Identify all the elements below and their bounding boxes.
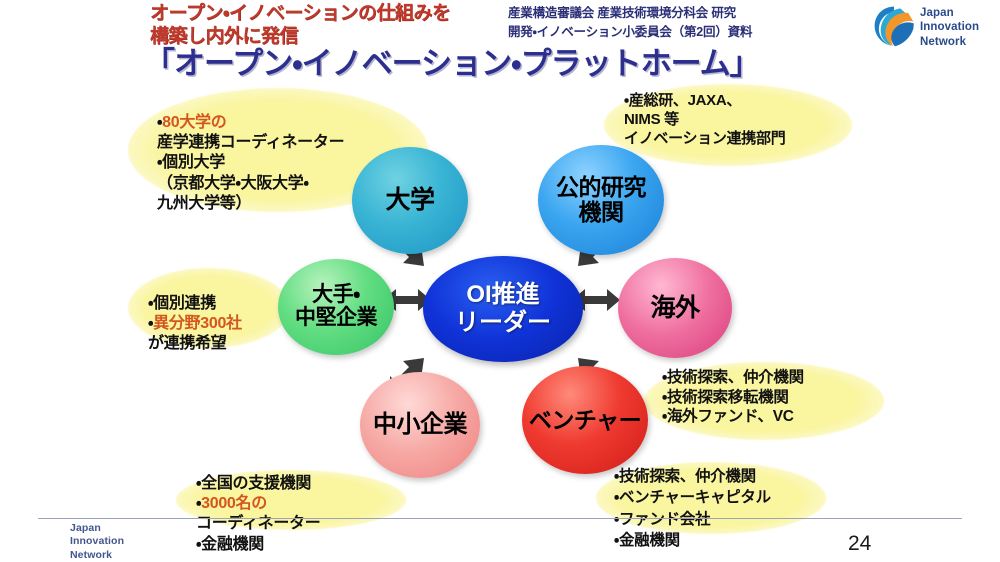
note-sme-highlight: 3000名の: [201, 495, 267, 513]
node-venture[interactable]: ベンチャー: [522, 366, 648, 474]
node-overseas[interactable]: 海外: [618, 258, 732, 358]
brand-logo: Japan Innovation Network: [872, 2, 994, 50]
note-venture: ・技術探索、仲介機関 ・ベンチャーキャピタル ・ファンド会社 ・金融機関: [614, 468, 771, 550]
node-sme-label: 中小企業: [373, 411, 468, 439]
node-university[interactable]: 大学: [352, 147, 468, 254]
node-overseas-label: 海外: [650, 293, 700, 322]
note-blob-public-research: [604, 84, 852, 166]
arrow-hub-large-midsize: [383, 289, 431, 311]
page-number: 24: [848, 532, 872, 555]
node-venture-label: ベンチャー: [528, 406, 642, 433]
note-large-midsize-highlight: 異分野300社: [153, 315, 242, 333]
node-large-midsize-label: 大手・ 中堅企業: [295, 283, 378, 329]
note-blob-overseas: [644, 362, 884, 440]
note-university-bullet: ・: [157, 114, 163, 132]
note-sme-pre: ・全国の支援機関 ・: [196, 475, 312, 513]
note-blob-large-midsize: [128, 268, 290, 348]
note-blob-venture: [596, 462, 826, 534]
node-public-research[interactable]: 公的研究 機関: [538, 145, 664, 255]
note-university: ・80大学の 産学連携コーディネーター ・個別大学 （京都大学・大阪大学・ 九州…: [157, 93, 427, 214]
arrow-hub-overseas: [572, 289, 620, 311]
node-university-label: 大学: [385, 186, 435, 214]
document-meta: 産業構造審議会 産業技術環境分科会 研究 開発・イノベーション小委員会（第2回）…: [508, 6, 753, 39]
node-large-midsize[interactable]: 大手・ 中堅企業: [278, 259, 394, 355]
note-university-highlight: 80大学の: [162, 114, 227, 132]
node-public-research-label: 公的研究 機関: [556, 174, 647, 225]
footer-logo-text: Japan Innovation Network: [70, 522, 125, 561]
node-sme[interactable]: 中小企業: [360, 372, 480, 478]
swirl-globe-icon: [874, 6, 914, 47]
hub-label: OI推進 リーダー: [455, 280, 551, 336]
note-large-midsize-post: が連携希望: [148, 335, 227, 353]
red-heading: オープン・イノベーションの仕組みを 構築し内外に発信: [150, 3, 451, 48]
note-university-rest: 産学連携コーディネーター ・個別大学 （京都大学・大阪大学・ 九州大学等）: [157, 134, 345, 212]
note-sme-post: コーディネーター ・金融機関: [196, 515, 321, 553]
hub-oi-leader[interactable]: OI推進 リーダー: [423, 256, 583, 362]
note-blob-sme: [176, 470, 406, 530]
footer-divider: [38, 518, 962, 519]
note-large-midsize: ・個別連携 ・異分野300社 が連携希望: [148, 274, 318, 355]
brand-logo-text: Japan Innovation Network: [920, 7, 980, 48]
note-sme: ・全国の支援機関 ・3000名の コーディネーター ・金融機関: [196, 454, 446, 555]
note-large-midsize-pre: ・個別連携 ・: [148, 295, 216, 333]
page-title: 「オープン・イノベーション・プラットホーム」: [144, 46, 761, 81]
note-public-research: ・産総研、JAXA、 NIMS 等 イノベーション連携部門: [624, 92, 786, 147]
note-overseas: ・技術探索、仲介機関 ・技術探索移転機関 ・海外ファンド、VC: [662, 369, 804, 426]
